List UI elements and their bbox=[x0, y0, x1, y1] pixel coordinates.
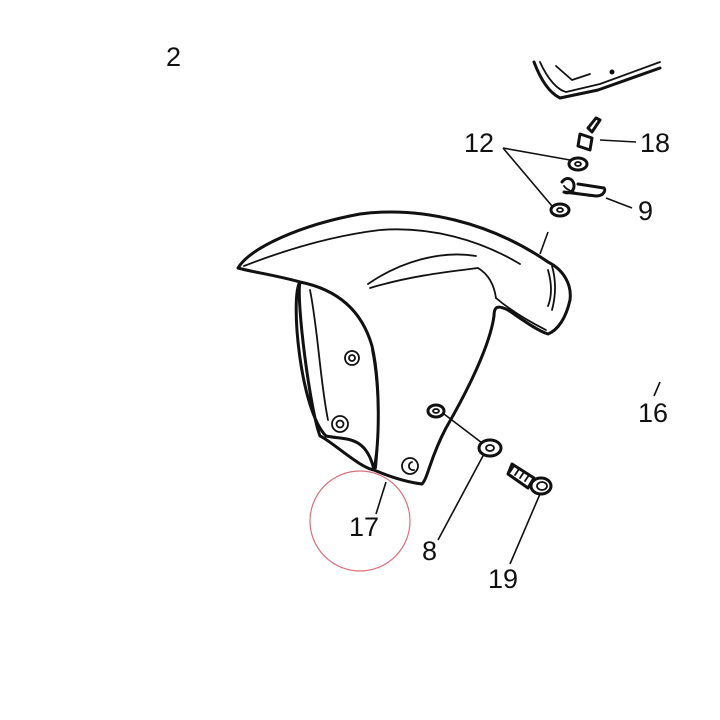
assembly-line-top bbox=[539, 231, 549, 255]
callout-2: 2 bbox=[166, 42, 181, 72]
callout-16: 16 bbox=[638, 398, 668, 428]
highlight-circle bbox=[309, 470, 411, 572]
washer-near-fender bbox=[426, 403, 446, 419]
washer-12-upper bbox=[567, 156, 589, 172]
callout-19: 19 bbox=[488, 564, 518, 594]
callout-12: 12 bbox=[464, 128, 494, 158]
callout-17: 17 bbox=[349, 512, 379, 542]
assembly-line-washer bbox=[443, 413, 487, 447]
bolt-19 bbox=[506, 462, 553, 496]
washer-8 bbox=[477, 438, 503, 458]
callout-9: 9 bbox=[638, 196, 653, 226]
leader-lines bbox=[375, 139, 661, 565]
front-fender bbox=[236, 210, 572, 486]
washer-12-lower bbox=[549, 202, 571, 218]
clamp-9 bbox=[560, 177, 607, 198]
bolt-18 bbox=[576, 116, 602, 152]
callout-8: 8 bbox=[422, 536, 437, 566]
upper-bracket-part bbox=[532, 60, 662, 100]
callout-18: 18 bbox=[640, 128, 670, 158]
